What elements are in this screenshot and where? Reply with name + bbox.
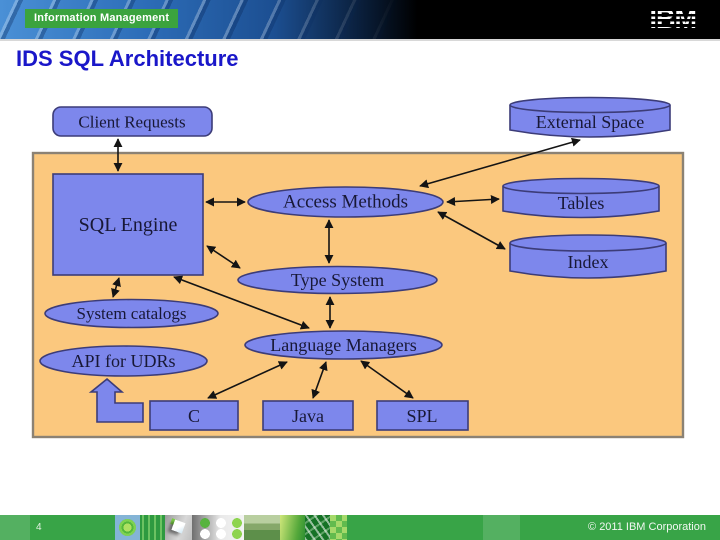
edge-sql-engine-type-system (206, 245, 241, 269)
edge-access-methods-tables (446, 194, 500, 207)
node-sql-engine: SQL Engine (52, 173, 204, 276)
bent-up-arrow (88, 377, 144, 423)
page-number: 4 (36, 522, 42, 533)
footer-bar: 4 © 2011 IBM Corporation (0, 515, 720, 540)
node-label: Java (292, 406, 324, 426)
edge-access-methods-index (437, 211, 506, 250)
edge-sql-engine-system-catalogs (111, 277, 121, 298)
node-java: Java (262, 400, 354, 431)
node-access-methods: Access Methods (247, 186, 444, 218)
mosaic-circle-icon (115, 515, 140, 540)
mosaic-leaf-tile (305, 515, 330, 540)
brand-badge: Information Management (25, 9, 179, 28)
node-label: External Space (536, 112, 644, 132)
edge-access-methods-external-space (419, 137, 581, 189)
node-tables: Tables (502, 177, 660, 219)
node-label: Index (568, 252, 609, 272)
footer-accent (0, 515, 30, 540)
mosaic-gradient-tile (280, 515, 305, 540)
node-system-catalogs: System catalogs (44, 298, 219, 329)
node-type-system: Type System (237, 265, 438, 295)
edge-sql-engine-language-managers (173, 275, 310, 330)
node-label: System catalogs (76, 304, 186, 323)
edge-language-managers-c (207, 361, 288, 399)
node-client-requests: Client Requests (52, 106, 213, 137)
node-label: SPL (406, 406, 437, 426)
node-label: Access Methods (283, 192, 408, 213)
ibm-logo: IBM (649, 4, 697, 34)
node-label: SQL Engine (79, 214, 178, 236)
node-external-space: External Space (509, 96, 671, 138)
node-label: Language Managers (270, 335, 416, 355)
slide-title: IDS SQL Architecture (16, 46, 239, 71)
edge-language-managers-spl (360, 360, 414, 399)
node-index: Index (509, 234, 667, 279)
header-banner: Information Management IBM (0, 0, 720, 41)
copyright: © 2011 IBM Corporation (588, 521, 706, 533)
mosaic-landscape-tile (244, 515, 280, 540)
node-label: Tables (558, 193, 605, 213)
footer-accent (483, 515, 520, 540)
mosaic-diamond-icon (165, 515, 192, 540)
edge-language-managers-java (311, 361, 328, 399)
mosaic-dots-tile (192, 515, 244, 540)
node-label: Client Requests (78, 113, 185, 132)
mosaic-stripes-tile (140, 515, 165, 540)
node-api-for-udrs: API for UDRs (39, 345, 208, 377)
node-label: C (188, 406, 200, 426)
node-language-managers: Language Managers (244, 330, 443, 360)
node-label: API for UDRs (71, 351, 175, 371)
node-spl: SPL (376, 400, 469, 431)
node-label: Type System (291, 270, 384, 290)
mosaic-checker-tile (330, 515, 347, 540)
footer-mosaic (115, 515, 347, 540)
node-c: C (149, 400, 239, 431)
